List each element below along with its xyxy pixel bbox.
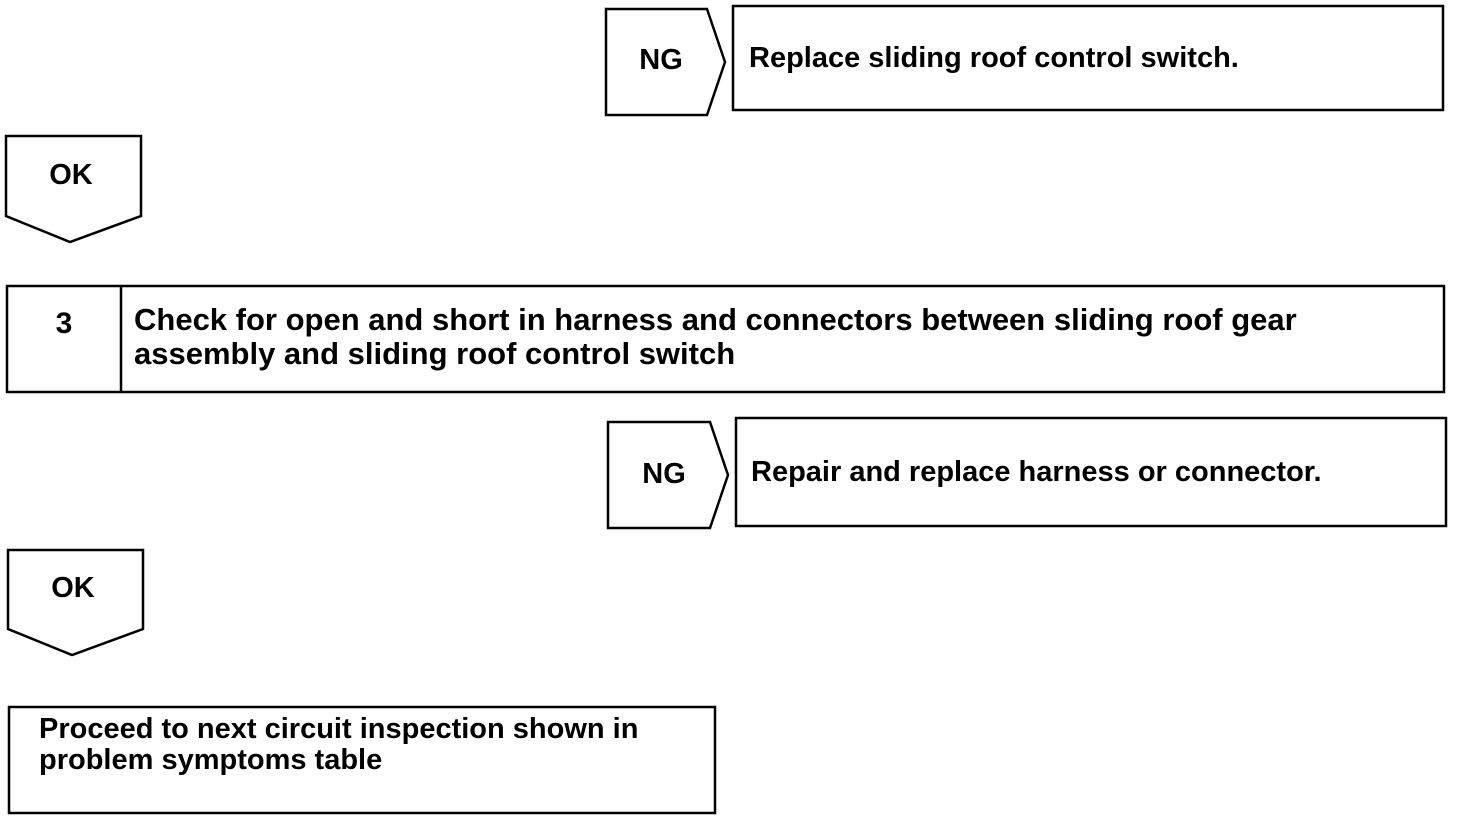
ok-label-1: OK xyxy=(49,159,93,191)
ng-action-box-1 xyxy=(731,4,1445,112)
ng-pentagon-1 xyxy=(604,7,727,117)
final-step-line-2: problem symptoms table xyxy=(39,744,383,776)
step-3-line-1: Check for open and short in harness and … xyxy=(134,302,1297,337)
ok-arrow-1 xyxy=(4,134,143,244)
step-3-number: 3 xyxy=(55,307,73,340)
ng-action-text-2: Repair and replace harness or connector. xyxy=(751,456,1322,488)
ng-action-box-2 xyxy=(734,416,1448,528)
step-3-box xyxy=(5,284,1446,394)
ng-action-text-1: Replace sliding roof control switch. xyxy=(749,42,1239,74)
step-3-line-2: assembly and sliding roof control switch xyxy=(134,336,736,371)
ng-label-1: NG xyxy=(639,44,683,76)
ok-arrow-2 xyxy=(6,548,145,657)
final-step-line-1: Proceed to next circuit inspection shown… xyxy=(39,713,639,745)
ok-label-2: OK xyxy=(51,572,95,604)
ng-label-2: NG xyxy=(642,458,686,490)
ng-pentagon-2 xyxy=(606,420,730,530)
final-step-box xyxy=(7,705,717,815)
